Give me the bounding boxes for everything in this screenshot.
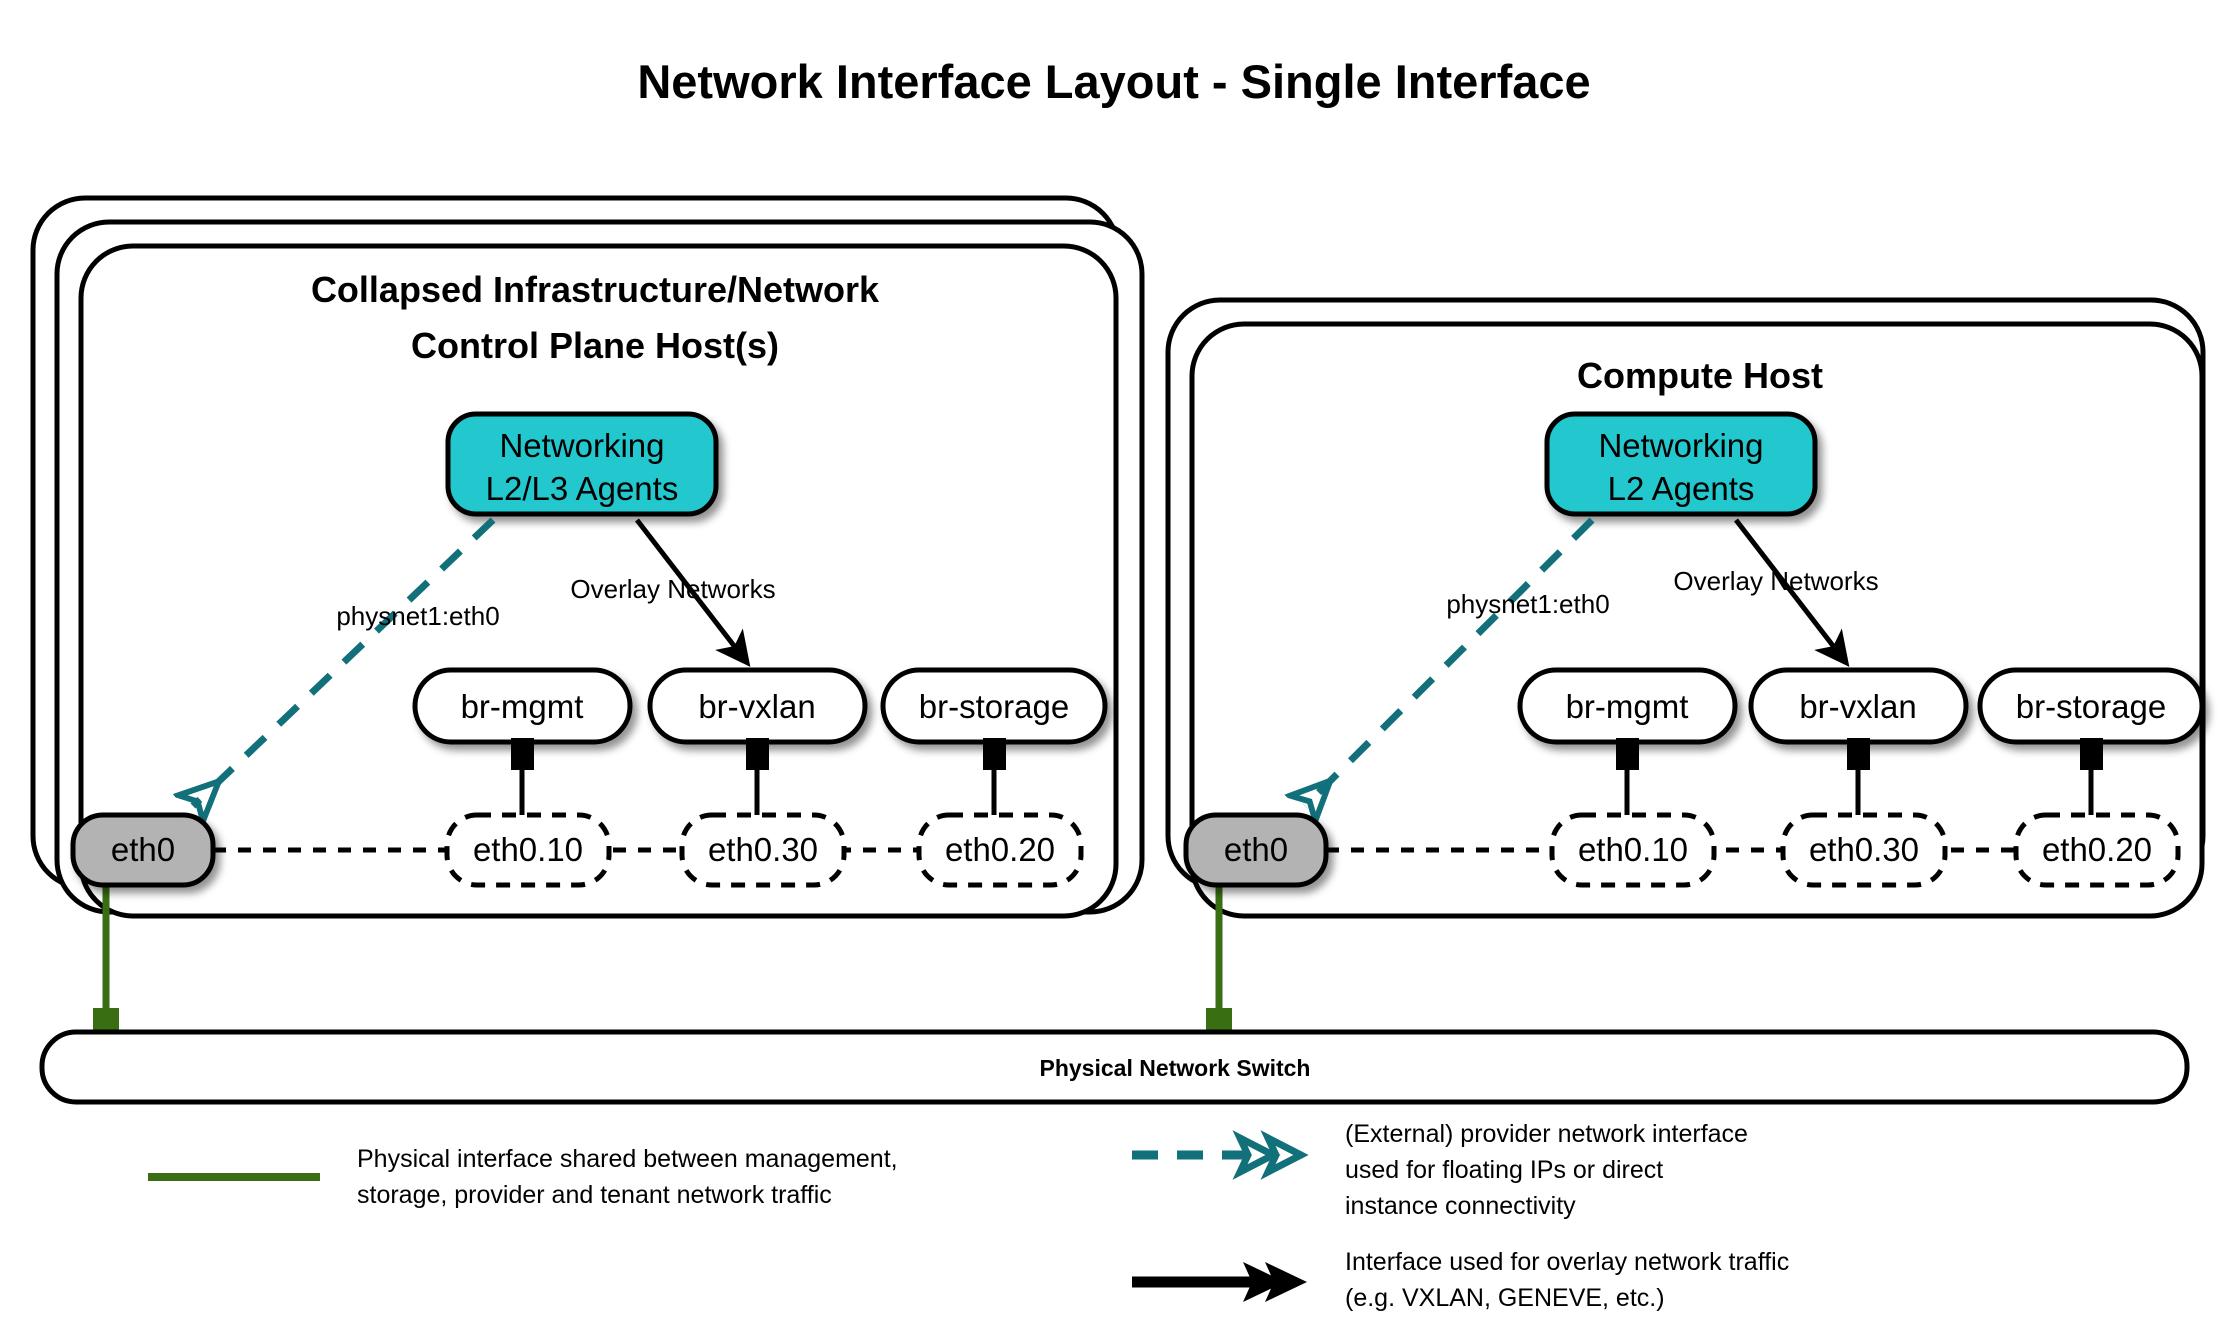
legend-text-line: (External) provider network interface [1345, 1120, 1748, 1148]
host-title-line2: Control Plane Host(s) [411, 325, 779, 366]
overlay-network-arrow [635, 518, 751, 667]
legend-item-provider-network: (External) provider network interface us… [1132, 1120, 1748, 1220]
bridge-label: br-storage [2016, 688, 2166, 725]
legend-text-line: storage, provider and tenant network tra… [357, 1181, 832, 1209]
host-stack-layer-front [1189, 321, 2205, 919]
legend-item-physical-interface: Physical interface shared between manage… [148, 1145, 898, 1209]
legend-item-overlay-network: Interface used for overlay network traff… [1132, 1248, 1789, 1312]
vlan-interface-box[interactable] [1780, 812, 1948, 888]
provider-network-arrow [1305, 517, 1595, 806]
physical-nic-label: eth0 [1224, 831, 1288, 868]
vlan-interface-box[interactable] [1549, 812, 1717, 888]
vlan-interface-label: eth0.20 [2042, 831, 2152, 868]
legend-text-line: (e.g. VXLAN, GENEVE, etc.) [1345, 1284, 1665, 1312]
switch-bar[interactable] [39, 1029, 2190, 1105]
host-stack-layer-front [78, 243, 1119, 919]
provider-network-label: physnet1:eth0 [1446, 589, 1609, 619]
legend: Physical interface shared between manage… [148, 1120, 1789, 1312]
provider-network-arrow [193, 517, 496, 806]
networking-agents-label-line2: L2/L3 Agents [486, 470, 679, 507]
bridge-label: br-mgmt [1566, 688, 1689, 725]
vlan-interface-box[interactable] [916, 812, 1084, 888]
page-title: Network Interface Layout - Single Interf… [637, 55, 1590, 108]
legend-text-line: instance connectivity [1345, 1192, 1576, 1220]
physical-nic-label: eth0 [111, 831, 175, 868]
host-panel-compute: Compute Host Networking L2 Agents physne… [1165, 297, 2206, 1052]
vlan-interface-box[interactable] [679, 812, 847, 888]
provider-network-label: physnet1:eth0 [336, 601, 499, 631]
vlan-interface-label: eth0.10 [1578, 831, 1688, 868]
overlay-network-label: Overlay Networks [1673, 566, 1878, 596]
bridge-label: br-mgmt [461, 688, 584, 725]
legend-text-line: Interface used for overlay network traff… [1345, 1248, 1789, 1276]
host-title-line1: Collapsed Infrastructure/Network [311, 269, 880, 310]
teal-arrowhead-icon [1232, 1130, 1281, 1180]
legend-text-line: used for floating IPs or direct [1345, 1156, 1663, 1184]
black-arrowhead-icon [1243, 1262, 1285, 1302]
networking-agents-box[interactable] [445, 411, 719, 517]
networking-agents-label-line1: Networking [1598, 427, 1763, 464]
host-panel-control-plane: Collapsed Infrastructure/Network Control… [30, 195, 1145, 1052]
bridge-label: br-storage [919, 688, 1069, 725]
vlan-interface-label: eth0.10 [473, 831, 583, 868]
networking-agents-box[interactable] [1544, 411, 1818, 517]
vlan-interface-box[interactable] [444, 812, 612, 888]
overlay-network-label: Overlay Networks [570, 574, 775, 604]
host-title-line1: Compute Host [1577, 355, 1823, 396]
vlan-interface-box[interactable] [2013, 812, 2181, 888]
overlay-network-arrow [1734, 518, 1850, 667]
networking-agents-label-line1: Networking [499, 427, 664, 464]
legend-text-line: Physical interface shared between manage… [357, 1145, 898, 1173]
teal-arrowhead-icon [1260, 1130, 1309, 1180]
vlan-interface-label: eth0.30 [1809, 831, 1919, 868]
physical-network-switch[interactable]: Physical Network Switch [39, 1029, 2190, 1105]
vlan-interface-label: eth0.30 [708, 831, 818, 868]
vlan-interface-label: eth0.20 [945, 831, 1055, 868]
networking-agents-label-line2: L2 Agents [1608, 470, 1755, 507]
bridge-label: br-vxlan [1799, 688, 1916, 725]
bridge-label: br-vxlan [698, 688, 815, 725]
black-arrowhead-icon [1265, 1262, 1307, 1302]
switch-label: Physical Network Switch [1040, 1055, 1311, 1081]
